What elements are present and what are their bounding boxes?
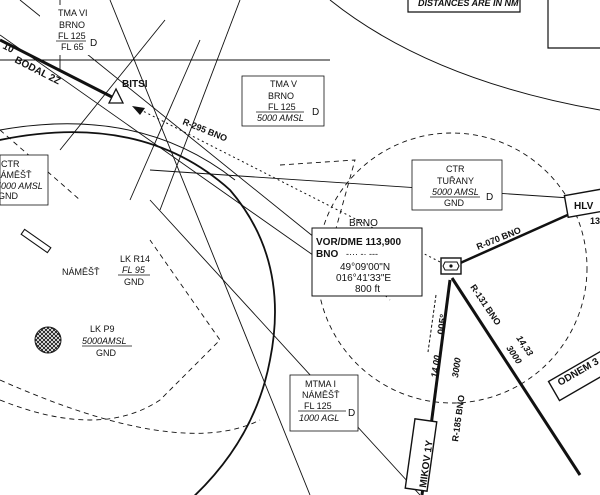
svg-text:GND: GND: [96, 348, 117, 358]
ctr-turany-label: CTR TUŘANY 5000 AMSL GND D: [411, 159, 503, 211]
r131-radial-line: [450, 277, 582, 476]
svg-text:D: D: [348, 408, 355, 419]
svg-text:5000 AMSL: 5000 AMSL: [0, 181, 43, 191]
r295-label: R-295 BNO: [181, 117, 228, 144]
r185-label: R-185 BNO: [450, 394, 466, 442]
svg-text:800 ft: 800 ft: [355, 284, 380, 295]
svg-text:MTMA I: MTMA I: [305, 379, 336, 389]
svg-text:D: D: [312, 107, 319, 118]
svg-text:D: D: [90, 38, 97, 49]
vor-dme-info-box: BRNO VOR/DME 113,900 BNO -··· -· --- 49°…: [311, 218, 423, 297]
svg-text:FL 95: FL 95: [122, 265, 146, 275]
mikov-fix-label: MIKOV 1Y: [404, 418, 438, 492]
svg-text:-··· -· ---: -··· -· ---: [346, 249, 378, 259]
ctr-namest-label: CTR NÁMĚŠŤ 5000 AMSL GND: [0, 154, 49, 206]
svg-text:FL 125: FL 125: [268, 102, 296, 112]
svg-text:1000 AGL: 1000 AGL: [299, 413, 339, 423]
svg-text:FL 125: FL 125: [58, 31, 86, 41]
odnem-segment-info: 14,33 3000: [504, 334, 535, 366]
course-005-label: 005°: [436, 313, 450, 335]
svg-text:CTR: CTR: [446, 164, 465, 174]
svg-text:BRNO: BRNO: [59, 20, 85, 30]
bodal-dist-label: 10: [1, 41, 16, 56]
odnem-fix-label: ODNEM 3: [547, 350, 600, 402]
top-curve: [329, 0, 600, 111]
svg-text:GND: GND: [124, 277, 145, 287]
lkp9-label: LK P9 5000AMSL GND: [82, 324, 132, 358]
bitsi-waypoint-icon[interactable]: [107, 87, 125, 104]
tma-arc-inner: [0, 123, 236, 181]
svg-text:016°41'33"E: 016°41'33"E: [336, 273, 391, 284]
namest-town-label: NÁMĚŠŤ: [62, 267, 100, 277]
svg-text:3000: 3000: [450, 357, 463, 378]
svg-text:BRNO: BRNO: [268, 91, 294, 101]
svg-text:5000 AMSL: 5000 AMSL: [432, 187, 479, 197]
svg-text:LK R14: LK R14: [120, 254, 150, 264]
svg-text:HLV: HLV: [574, 201, 594, 212]
lkr14-area-symbol: [20, 228, 52, 254]
svg-text:NÁMĚŠŤ: NÁMĚŠŤ: [302, 390, 340, 400]
r131-label: R-131 BNO: [468, 283, 503, 328]
svg-text:5000 AMSL: 5000 AMSL: [257, 113, 304, 123]
course-005-line: [427, 294, 437, 353]
svg-text:BNO: BNO: [316, 249, 338, 260]
r295-arrow-icon: [132, 106, 145, 115]
top-right-frame: [547, 0, 600, 49]
svg-text:TUŘANY: TUŘANY: [437, 176, 474, 186]
svg-text:FL 125: FL 125: [304, 401, 332, 411]
svg-text:TMA V: TMA V: [270, 79, 297, 89]
svg-text:CTR: CTR: [1, 159, 20, 169]
svg-text:14,00: 14,00: [429, 355, 442, 379]
lkr14-label: LK R14 FL 95 GND: [118, 254, 150, 287]
svg-text:GND: GND: [444, 198, 465, 208]
svg-text:49°09'00"N: 49°09'00"N: [340, 262, 390, 273]
svg-text:5000AMSL: 5000AMSL: [82, 336, 127, 346]
mikov-segment-info: 14,00 3000: [429, 355, 463, 379]
hlv-fix-label: HLV 13: [563, 187, 600, 226]
svg-text:FL 65: FL 65: [61, 42, 84, 52]
svg-text:GND: GND: [0, 191, 19, 201]
distance-note: DISTANCES ARE IN NM: [407, 0, 521, 13]
svg-text:NÁMĚŠŤ: NÁMĚŠŤ: [0, 170, 32, 180]
svg-text:LK P9: LK P9: [90, 324, 115, 334]
distance-note-text: DISTANCES ARE IN NM: [418, 0, 519, 8]
ctr-boundary-arc: [0, 131, 276, 495]
svg-text:TMA VI: TMA VI: [58, 8, 88, 18]
svg-text:VOR/DME 113,900: VOR/DME 113,900: [316, 237, 401, 248]
tma-v-label: TMA V BRNO FL 125 5000 AMSL D: [241, 75, 325, 127]
r295-radial-line: [134, 106, 449, 267]
mtma-label: MTMA I NÁMĚŠŤ FL 125 1000 AGL D: [289, 374, 359, 432]
svg-text:BRNO: BRNO: [349, 218, 378, 229]
bitsi-label: BITSI: [122, 79, 148, 90]
vor-dme-station-icon[interactable]: [440, 257, 462, 275]
svg-text:D: D: [486, 192, 493, 203]
lkp9-area-symbol: [34, 326, 62, 354]
bodal-route-line: [0, 38, 113, 99]
tma-vi-label: TMA VI BRNO FL 125 FL 65 D: [40, 5, 108, 55]
svg-text:13: 13: [590, 216, 600, 226]
